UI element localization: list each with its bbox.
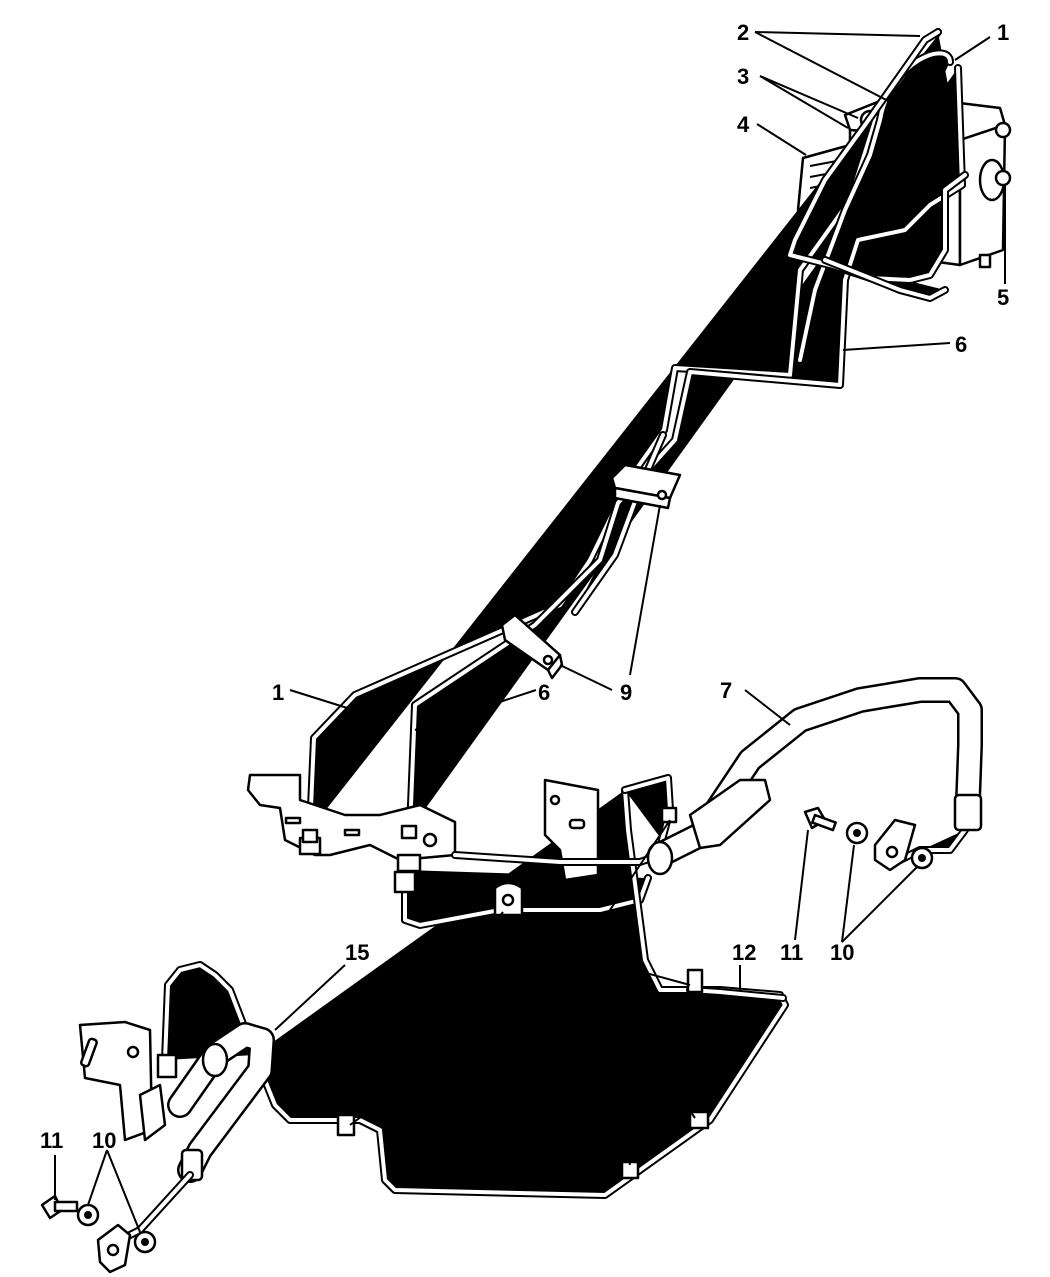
- callout-10-right: 10: [830, 940, 854, 965]
- callout-11-right: 11: [780, 940, 803, 965]
- right-front-brake-hose: [646, 677, 983, 876]
- callout-5: 5: [997, 285, 1009, 310]
- callout-4: 4: [737, 112, 750, 137]
- callout-3: 3: [737, 64, 749, 89]
- left-hardware: [40, 1194, 157, 1254]
- callout-7: 7: [720, 678, 732, 703]
- tube-retainer-clips: [500, 463, 682, 680]
- callout-10-left: 10: [92, 1128, 116, 1153]
- callout-1-top: 1: [997, 20, 1009, 45]
- brake-tubes: [165, 32, 965, 1195]
- callout-2: 2: [737, 20, 749, 45]
- front-distribution-bracket: [246, 773, 664, 894]
- callout-13: 13: [556, 940, 580, 965]
- callout-15: 15: [345, 940, 369, 965]
- callout-6-right: 6: [955, 332, 967, 357]
- callout-6-mid: 6: [538, 680, 550, 705]
- callout-labels: 1 2 3 4 5 6 9 1 6 7 11 10 14 13 12 15 11…: [40, 20, 1009, 1153]
- tube-bracket-clip: [493, 881, 524, 917]
- callout-12: 12: [732, 940, 756, 965]
- right-hardware: [803, 806, 934, 870]
- leader-lines: [54, 31, 1006, 1233]
- callout-9: 9: [620, 680, 632, 705]
- callout-14: 14: [448, 940, 473, 965]
- callout-11-left: 11: [40, 1128, 63, 1153]
- callout-1-mid: 1: [272, 680, 284, 705]
